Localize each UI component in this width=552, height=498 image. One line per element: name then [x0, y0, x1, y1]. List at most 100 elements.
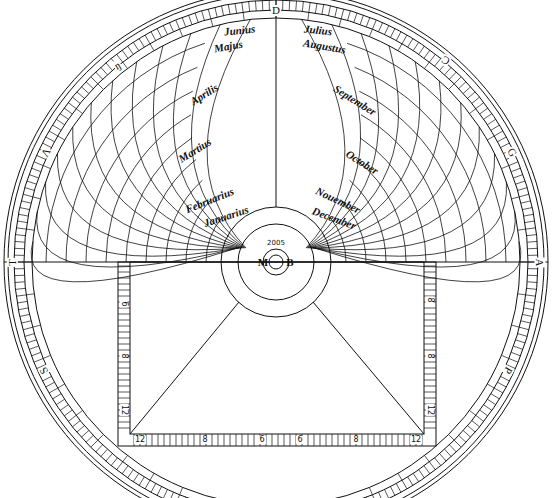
scale-tick [169, 492, 173, 498]
scale-tick [15, 281, 25, 283]
scale-number: 8 [352, 436, 359, 444]
scale-tick [491, 394, 500, 399]
hour-arc [347, 43, 506, 262]
scale-tick [472, 421, 480, 427]
scale-tick [118, 284, 130, 285]
scale-tick [21, 321, 31, 323]
scale-number: 6 [258, 436, 265, 444]
scale-tick [528, 255, 538, 256]
scale-tick [158, 434, 159, 446]
scale-tick [487, 131, 503, 140]
scale-tick [29, 346, 38, 349]
scale-tick [424, 272, 436, 273]
scale-tick [398, 434, 399, 446]
scale-tick [378, 492, 382, 498]
scale-tick [497, 137, 506, 142]
scale-tick [348, 11, 351, 21]
scale-tick [470, 411, 484, 422]
scale-number: 6 [120, 300, 128, 307]
rim-letter: T [6, 258, 17, 267]
scale-tick [118, 398, 130, 399]
scale-tick [424, 332, 436, 333]
scale-tick [470, 103, 484, 114]
hour-arc [86, 91, 193, 262]
scale-tick [72, 97, 80, 103]
scale-tick [224, 434, 225, 446]
scale-tick [468, 426, 476, 432]
scale-tick [525, 221, 535, 223]
month-name: Augustus [302, 37, 346, 55]
scale-tick [290, 434, 291, 446]
scale-tick [122, 466, 128, 474]
scale-tick [424, 362, 436, 363]
scale-number: 6 [296, 436, 303, 444]
scale-tick [484, 114, 492, 120]
scale-tick [408, 477, 413, 486]
scale-tick [189, 15, 192, 24]
scale-tick [25, 334, 35, 337]
scale-tick [282, 0, 283, 10]
scale-tick [152, 434, 153, 446]
scale-tick [248, 434, 249, 446]
scale-tick [527, 288, 537, 289]
scale-tick [521, 321, 531, 323]
scale-tick [118, 338, 130, 339]
scale-tick [72, 421, 80, 427]
scale-number: 8 [201, 436, 208, 444]
scale-tick [527, 235, 537, 236]
month-name: Julius [303, 23, 332, 37]
scale-tick [487, 399, 495, 404]
scale-tick [528, 275, 538, 277]
scale-tick [23, 325, 40, 330]
scale-tick [169, 23, 173, 32]
scale-tick [118, 308, 130, 309]
scale-tick [53, 394, 62, 399]
scale-tick [424, 386, 436, 387]
rim-letter: D [271, 5, 281, 16]
scale-tick [86, 82, 93, 89]
scale-tick [236, 434, 237, 446]
scale-tick [419, 46, 425, 54]
scale-tick [424, 320, 436, 321]
scale-tick [384, 26, 388, 35]
scale-tick [404, 434, 405, 446]
scale-tick [487, 119, 495, 124]
scale-tick [29, 175, 38, 178]
scale-tick [118, 326, 130, 327]
scale-tick [480, 108, 488, 114]
scale-tick [118, 296, 130, 297]
scale-tick [68, 103, 82, 114]
scale-tick [524, 308, 534, 310]
month-name: October [344, 148, 380, 176]
scale-tick [20, 314, 30, 316]
scale-tick [440, 454, 446, 462]
scale-tick [302, 1, 303, 11]
scale-tick [133, 473, 138, 481]
rim-letter: S [37, 364, 51, 377]
scale-tick [20, 208, 30, 210]
month-name: Aprilis [188, 81, 220, 107]
scale-tick [335, 7, 337, 17]
scale-tick [17, 221, 27, 223]
scale-tick [528, 268, 538, 269]
rim-letter: A [534, 257, 545, 267]
scale-tick [262, 0, 264, 10]
scale-tick [501, 143, 510, 148]
date-curve [310, 81, 441, 248]
scale-tick [118, 344, 130, 345]
scale-tick [56, 119, 64, 124]
scale-tick [118, 374, 130, 375]
scale-tick [15, 235, 25, 236]
hour-arc [166, 180, 202, 262]
scale-tick [369, 487, 376, 498]
scale-tick [278, 434, 279, 446]
scale-tick [164, 434, 165, 446]
scale-tick [511, 168, 520, 172]
scale-tick [390, 29, 395, 38]
scale-tick [128, 470, 134, 478]
scale-tick [27, 181, 37, 184]
scale-tick [284, 434, 285, 446]
scale-tick [118, 320, 130, 321]
scale-tick [249, 1, 250, 11]
scale-tick [25, 188, 35, 191]
